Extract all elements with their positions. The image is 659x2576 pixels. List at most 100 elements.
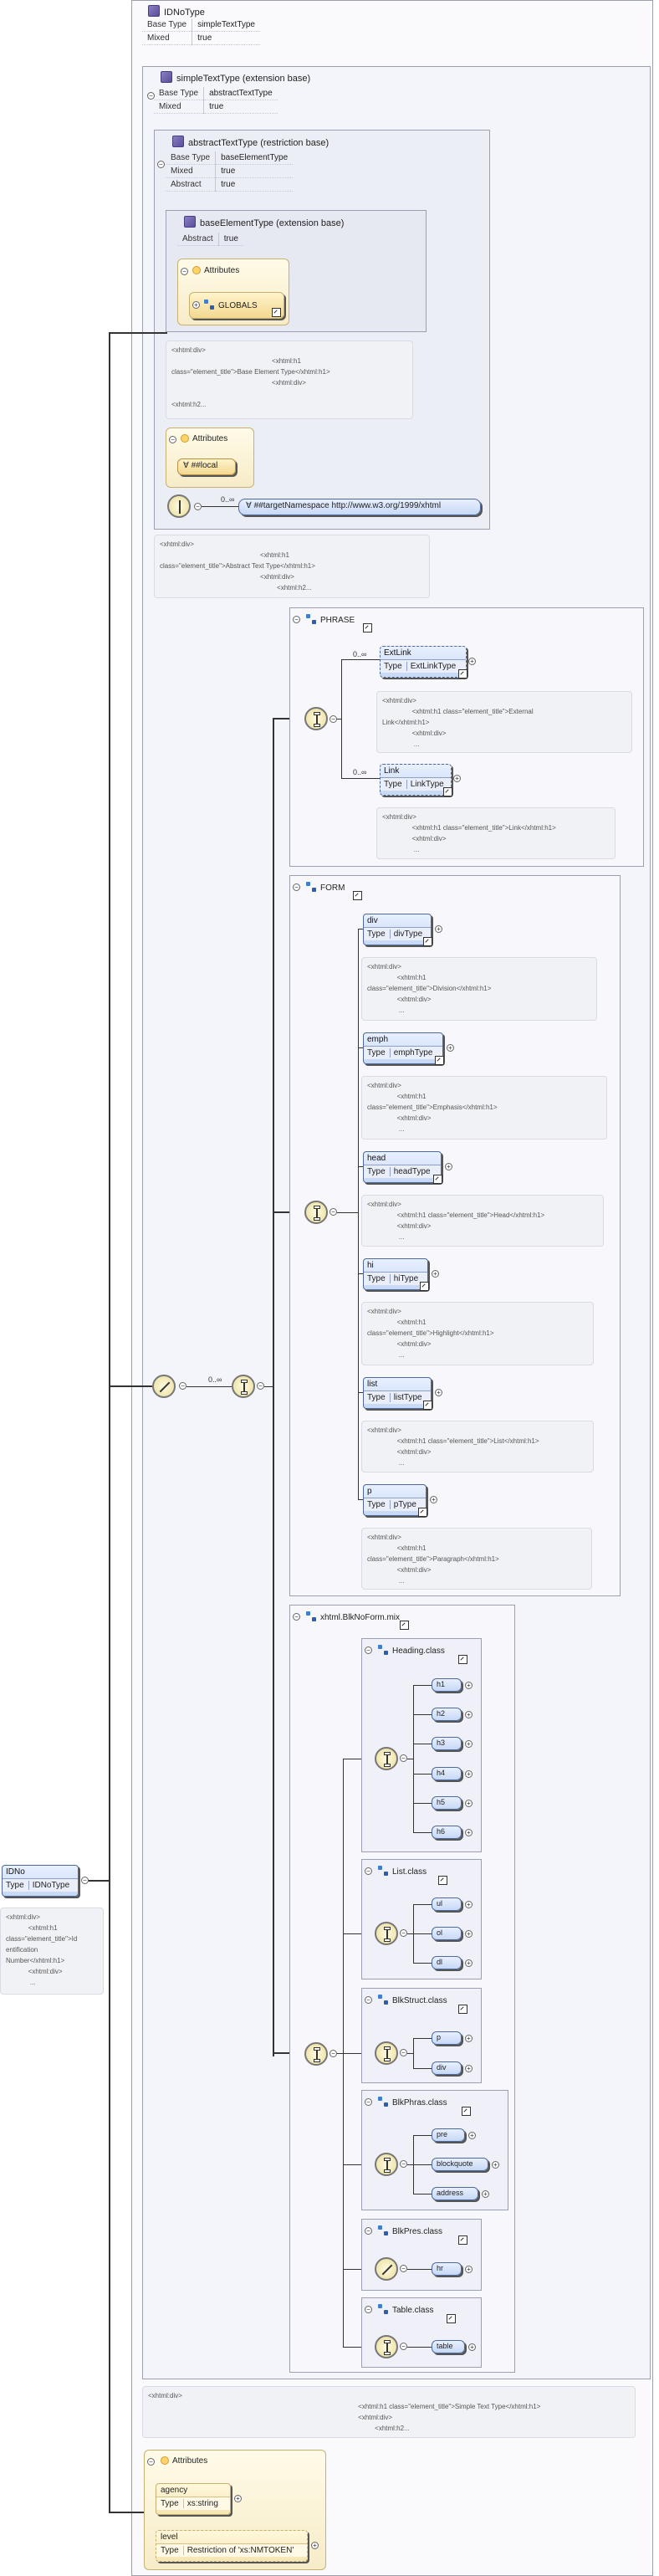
- h1-element[interactable]: h1: [432, 1678, 462, 1692]
- form-title: FORM: [306, 882, 345, 893]
- collapse-toggle[interactable]: −: [400, 1754, 407, 1762]
- expand-toggle[interactable]: +: [465, 1711, 473, 1718]
- collapse-toggle[interactable]: −: [400, 1929, 407, 1937]
- p-ref-element[interactable]: p: [432, 2031, 462, 2045]
- expand-toggle[interactable]: +: [430, 1496, 437, 1503]
- expand-toggle[interactable]: +: [465, 1959, 473, 1967]
- expand-toggle[interactable]: +: [465, 1682, 473, 1689]
- collapse-toggle[interactable]: −: [400, 2265, 407, 2272]
- idno-doc: <xhtml:div> <xhtml:h1 class="element_tit…: [0, 1908, 104, 1995]
- pre-element[interactable]: pre: [432, 2128, 465, 2142]
- collapse-toggle[interactable]: −: [365, 1996, 372, 2004]
- expand-toggle[interactable]: +: [482, 2190, 489, 2198]
- expand-toggle[interactable]: +: [465, 1800, 473, 1807]
- collapse-toggle[interactable]: −: [365, 1646, 372, 1654]
- hr-element[interactable]: hr: [432, 2262, 462, 2276]
- h3-element[interactable]: h3: [432, 1737, 462, 1750]
- collapse-toggle[interactable]: −: [330, 2050, 337, 2057]
- choice-compositor-icon[interactable]: [375, 2153, 398, 2176]
- collapse-toggle[interactable]: −: [330, 1208, 337, 1216]
- collapse-toggle[interactable]: −: [293, 616, 300, 623]
- h2-element[interactable]: h2: [432, 1708, 462, 1721]
- expand-toggle[interactable]: +: [465, 2065, 473, 2072]
- expand-toggle[interactable]: +: [465, 1930, 473, 1938]
- collapse-toggle[interactable]: −: [81, 1877, 89, 1884]
- any-element-occurrence: 0..∞: [221, 495, 235, 504]
- any-compositor-icon[interactable]: [167, 494, 191, 518]
- expand-toggle[interactable]: +: [465, 2266, 473, 2273]
- expand-toggle[interactable]: +: [447, 1044, 454, 1052]
- ul-element[interactable]: ul: [432, 1897, 462, 1911]
- blockquote-element[interactable]: blockquote: [432, 2158, 488, 2171]
- expand-toggle[interactable]: +: [468, 658, 476, 665]
- choice-compositor-icon[interactable]: [375, 1747, 398, 1770]
- choice-compositor-icon[interactable]: [375, 1922, 398, 1945]
- h4-element[interactable]: h4: [432, 1767, 462, 1780]
- reference-icon: [420, 1282, 429, 1291]
- expand-toggle[interactable]: +: [192, 301, 200, 309]
- expand-toggle[interactable]: +: [453, 775, 461, 782]
- h5-element[interactable]: h5: [432, 1796, 462, 1810]
- collapse-toggle[interactable]: −: [169, 436, 176, 443]
- collapse-toggle[interactable]: −: [365, 2098, 372, 2106]
- choice-compositor-icon[interactable]: [304, 2042, 328, 2066]
- any-element[interactable]: ∀ ##targetNamespace http://www.w3.org/19…: [238, 499, 481, 515]
- expand-toggle[interactable]: +: [435, 1389, 442, 1396]
- any-attribute-local[interactable]: ∀ ##local: [177, 458, 236, 475]
- sequence-compositor-icon[interactable]: [375, 2257, 398, 2281]
- collapse-toggle[interactable]: −: [400, 2049, 407, 2056]
- expand-toggle[interactable]: +: [465, 1829, 473, 1836]
- expand-toggle[interactable]: +: [465, 1770, 473, 1778]
- table-element[interactable]: table: [432, 2340, 465, 2353]
- collapse-toggle[interactable]: −: [181, 268, 188, 275]
- collapse-toggle[interactable]: −: [400, 2160, 407, 2168]
- h6-element[interactable]: h6: [432, 1826, 462, 1839]
- expand-toggle[interactable]: +: [435, 925, 442, 933]
- expand-toggle[interactable]: +: [465, 2035, 473, 2042]
- collapse-toggle[interactable]: −: [365, 1867, 372, 1875]
- ol-element[interactable]: ol: [432, 1927, 462, 1940]
- expand-toggle[interactable]: +: [465, 1740, 473, 1748]
- expand-toggle[interactable]: +: [468, 2343, 476, 2351]
- collapse-toggle[interactable]: −: [293, 1613, 300, 1621]
- choice-compositor-icon[interactable]: [375, 2041, 398, 2065]
- expand-toggle[interactable]: +: [465, 1901, 473, 1908]
- dl-element[interactable]: dl: [432, 1956, 462, 1969]
- collapse-toggle[interactable]: −: [257, 1382, 264, 1390]
- collapse-toggle[interactable]: −: [157, 161, 165, 168]
- choice-compositor-icon[interactable]: [232, 1375, 255, 1398]
- div-ref-element[interactable]: div: [432, 2061, 462, 2075]
- collapse-toggle[interactable]: −: [194, 503, 202, 510]
- expand-toggle[interactable]: +: [432, 1270, 439, 1278]
- collapse-toggle[interactable]: −: [365, 2227, 372, 2235]
- collapse-toggle[interactable]: −: [293, 883, 300, 891]
- expand-toggle[interactable]: +: [234, 2495, 242, 2502]
- collapse-toggle[interactable]: −: [147, 2458, 155, 2466]
- collapse-toggle[interactable]: −: [400, 2343, 407, 2350]
- expand-toggle[interactable]: +: [445, 1163, 452, 1170]
- choice-compositor-icon[interactable]: [304, 707, 328, 730]
- expand-toggle[interactable]: +: [492, 2161, 499, 2169]
- collapse-toggle[interactable]: −: [330, 715, 337, 723]
- expand-toggle[interactable]: +: [311, 2542, 319, 2549]
- globals-group[interactable]: [189, 292, 284, 319]
- collapse-toggle[interactable]: −: [365, 2306, 372, 2313]
- any-sequence-compositor-icon[interactable]: [152, 1375, 176, 1398]
- collapse-toggle[interactable]: −: [179, 1382, 186, 1390]
- address-element[interactable]: address: [432, 2187, 478, 2200]
- expand-toggle[interactable]: +: [468, 2132, 476, 2139]
- choice-compositor-icon[interactable]: [304, 1201, 328, 1224]
- choice-compositor-icon[interactable]: [375, 2335, 398, 2358]
